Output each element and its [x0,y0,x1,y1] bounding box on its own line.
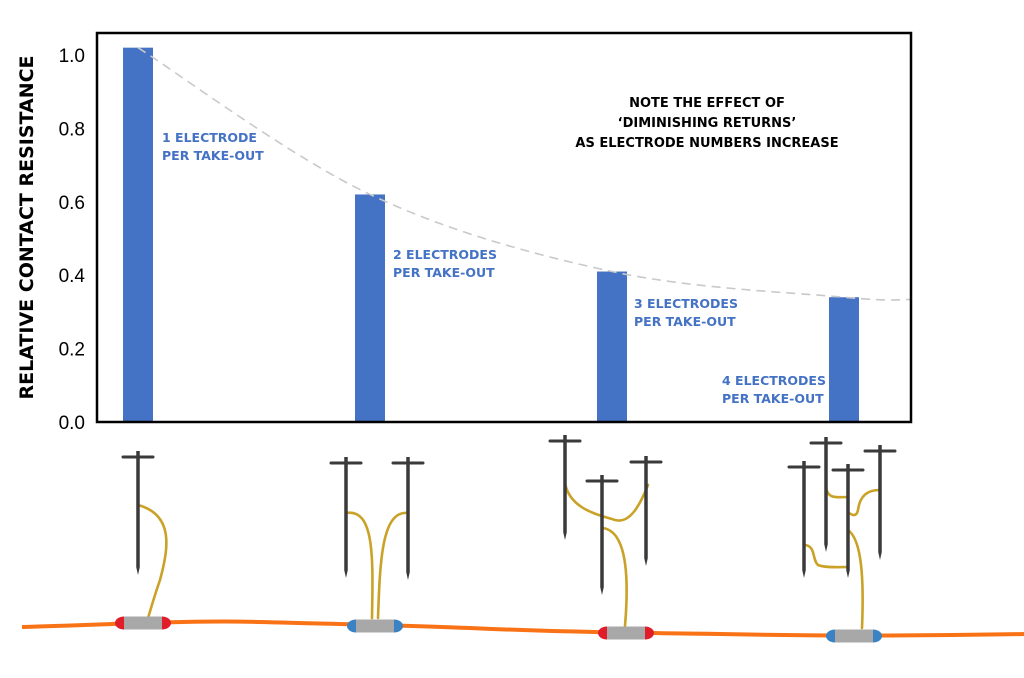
electrode-icon [329,457,363,578]
bar [355,194,385,422]
y-tick-label: 0.2 [59,340,85,361]
electrode-icon [787,461,821,578]
y-tick-label: 0.6 [59,193,85,214]
bar-labels: 1 ELECTRODE PER TAKE-OUT 2 ELECTRODES PER T… [162,130,826,406]
annotation-line-2: ‘DIMINISHING RETURNS’ [618,116,797,131]
electrode-icon [548,435,582,540]
bar-label: PER TAKE-OUT [393,265,495,280]
take-out-icon [347,619,403,633]
plot-frame [95,31,913,424]
take-out-icon [115,616,171,630]
electrode-icon [121,451,155,575]
y-axis-ticks: 0.0 0.2 0.4 0.6 0.8 1.0 [59,46,86,434]
bar [597,271,627,422]
wire [136,503,168,620]
bar-label: 3 ELECTRODES [634,296,738,311]
bar-label: PER TAKE-OUT [634,314,736,329]
electrode-icon [831,464,865,578]
annotation-line-1: NOTE THE EFFECT OF [629,96,785,111]
wire [846,488,882,517]
bar-label: PER TAKE-OUT [722,391,824,406]
electrode-icon [585,475,619,595]
bar-label: 1 ELECTRODE [162,130,257,145]
wire [601,526,628,628]
bar [123,47,153,422]
electrode-icon [391,457,425,580]
y-tick-label: 0.8 [59,119,85,140]
electrode-illustration [21,435,1024,643]
y-axis-label: RELATIVE CONTACT RESISTANCE [16,55,38,399]
take-out-icon [826,629,882,643]
wire [824,483,850,499]
electrode-icon [629,456,663,566]
wire [563,481,650,522]
wires [136,481,882,630]
bar [829,297,859,422]
wire [846,528,864,630]
annotation-line-3: AS ELECTRODE NUMBERS INCREASE [575,136,838,151]
bar-label: 2 ELECTRODES [393,247,497,262]
wire [376,511,410,620]
wire [802,543,850,569]
trend-line [137,46,912,301]
electrodes [121,435,897,595]
electrode-icon [863,445,897,560]
bar-label: PER TAKE-OUT [162,148,264,163]
bar-label: 4 ELECTRODES [722,373,826,388]
electrode-icon [809,437,843,552]
y-tick-label: 1.0 [59,46,85,67]
y-tick-label: 0.4 [59,266,86,287]
y-tick-label: 0.0 [59,413,85,434]
wire [344,511,374,620]
bars [123,47,859,422]
take-out-icon [598,626,654,640]
take-outs [115,616,882,643]
